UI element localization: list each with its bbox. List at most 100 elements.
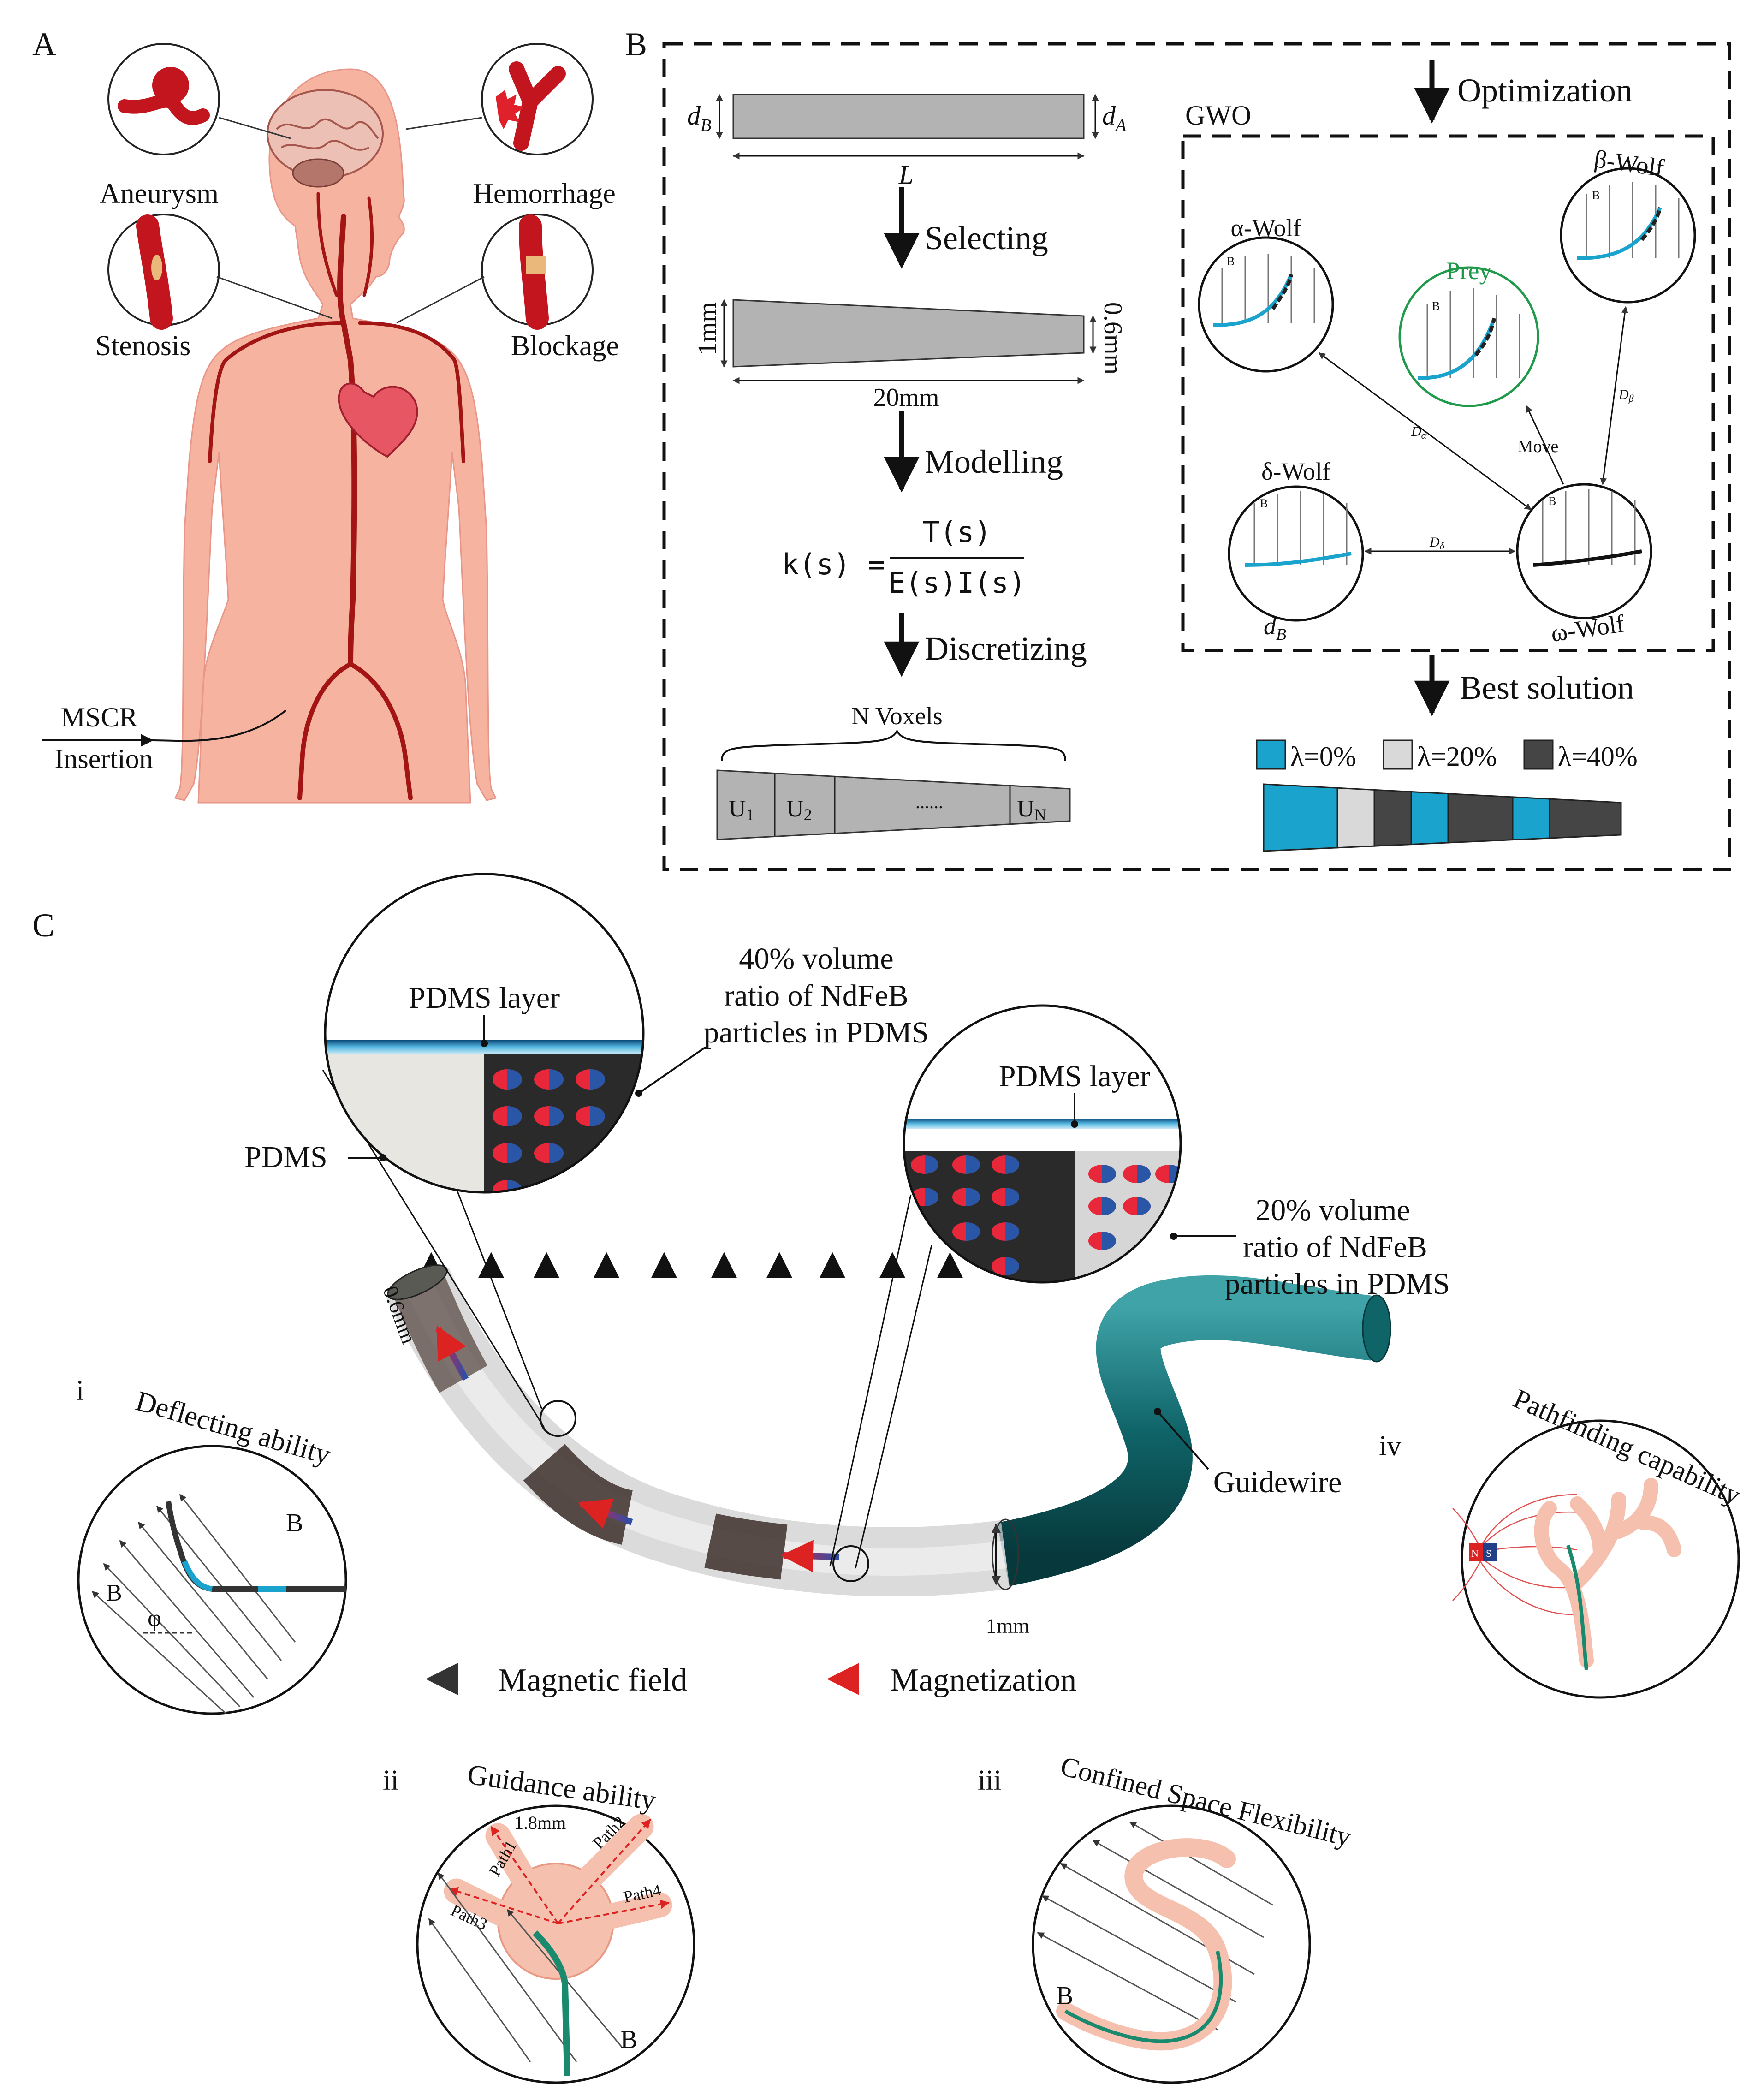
inset-confined: iii B Confined Space Flexibility [978, 1751, 1354, 2084]
stenosis-icon [107, 214, 220, 330]
inset-i-b2: B [106, 1580, 122, 1606]
prey-label: Prey [1446, 257, 1492, 285]
inset-deflecting: i B B φ Deflecting ability [76, 1375, 347, 1715]
svg-text:B: B [1548, 494, 1556, 508]
gwo-label: GWO [1185, 100, 1251, 131]
panel-a: A Aneurysm [32, 26, 619, 804]
panel-c-label: C [32, 907, 54, 944]
best-bar-segment [1447, 793, 1514, 844]
dB-bottom: dB [1264, 612, 1286, 643]
panel-c: C [32, 873, 1745, 2084]
step-selecting: Selecting [925, 220, 1048, 256]
ratio20-line2: ratio of NdFeB [1243, 1230, 1427, 1264]
pdms-layer-left: PDMS layer [409, 981, 560, 1015]
prey: B [1398, 266, 1539, 407]
panel-b-label: B [625, 26, 647, 63]
legend: λ=0% λ=20% λ=40% [1256, 739, 1638, 772]
best-solution-bar [1263, 783, 1622, 852]
voxel-u1: U1 [729, 796, 754, 824]
magnet-icon [1469, 1543, 1483, 1561]
inset-ii-dim: 1.8mm [514, 1812, 566, 1833]
dim-L: L [898, 160, 914, 190]
dim-1mm: 1mm [693, 302, 722, 355]
wolf-alpha: B [1198, 236, 1334, 373]
voxels-label: N Voxels [851, 702, 943, 730]
dim-20mm: 20mm [873, 383, 939, 412]
pdms-label: PDMS [244, 1140, 327, 1174]
best-bar-segment [1373, 789, 1412, 847]
zoom-20-percent [903, 1004, 1182, 1284]
legend-40: λ=40% [1558, 741, 1638, 772]
ratio40-line1: 40% volume [739, 942, 893, 976]
disease-label-stenosis: Stenosis [95, 330, 191, 362]
dist-delta: Dδ [1429, 535, 1445, 552]
svg-text:B: B [1227, 255, 1235, 268]
best-bar-segment [1263, 783, 1338, 852]
magnetization-label: Magnetization [890, 1662, 1076, 1698]
guidewire [997, 1275, 1378, 1586]
panel-a-label: A [32, 26, 56, 63]
disease-label-aneurysm: Aneurysm [100, 178, 219, 209]
dim-1mm-c: 1mm [986, 1614, 1030, 1638]
panel-b: B dB dA L Selecting 1mm 0.6mm 20mm Model… [625, 26, 1731, 871]
svg-text:N: N [1471, 1548, 1479, 1559]
vessels [208, 192, 465, 800]
wolf-omega: B [1516, 483, 1652, 619]
dim-dA: dA [1102, 101, 1127, 135]
inset-ii-numeral: ii [383, 1765, 398, 1796]
wolf-alpha-label: α-Wolf [1231, 214, 1301, 242]
wolf-delta-label: δ-Wolf [1261, 458, 1330, 485]
disease-label-blockage: Blockage [511, 330, 619, 362]
equation-numerator: T(s) [922, 515, 991, 549]
ratio20-line1: 20% volume [1255, 1193, 1410, 1227]
voxel-u2: U2 [786, 796, 812, 824]
insertion-label-1: MSCR [61, 702, 138, 732]
magnetic-field-label: Magnetic field [498, 1662, 687, 1698]
wolf-beta: B [1560, 167, 1696, 304]
heart [338, 382, 418, 458]
inset-ii-b: B [620, 2025, 637, 2054]
svg-text:B: B [1432, 299, 1440, 313]
step-optimization: Optimization [1457, 72, 1633, 109]
equation-lhs: k(s) = [782, 548, 885, 581]
ratio20-line3: particles in PDMS [1225, 1267, 1450, 1301]
aneurysm-icon [107, 43, 220, 155]
ratio40-line2: ratio of NdFeB [724, 979, 909, 1012]
voxel-beam [716, 769, 1071, 840]
inset-iv-numeral: iv [1379, 1430, 1401, 1462]
step-discretizing: Discretizing [925, 630, 1087, 667]
hemorrhage-icon [481, 43, 594, 155]
guidewire-label: Guidewire [1213, 1465, 1342, 1499]
voxel-dots: ...... [915, 792, 943, 812]
best-bar-segment [1512, 796, 1550, 841]
inset-i-numeral: i [76, 1375, 84, 1406]
inset-pathfinding: iv N S Pathfinding [1379, 1383, 1745, 1699]
dist-beta: Dβ [1618, 387, 1634, 404]
svg-text:B: B [1260, 497, 1268, 510]
svg-text:B: B [1592, 189, 1600, 202]
wolf-omega-label: ω-Wolf [1549, 609, 1626, 647]
ratio40-line3: particles in PDMS [704, 1016, 929, 1049]
dist-alpha: Dα [1411, 424, 1427, 441]
wolf-delta: B [1228, 485, 1364, 622]
svg-text:S: S [1486, 1548, 1491, 1559]
mscr-body [386, 1268, 1010, 1596]
human-body [174, 68, 497, 804]
inset-guidance: ii 1.8mm Path1 Path2 [383, 1759, 695, 2084]
beam-tapered [732, 299, 1085, 368]
voxel-un: UN [1017, 796, 1046, 824]
best-bar-segment [1336, 787, 1375, 849]
inset-i-b1: B [286, 1509, 303, 1537]
move-label: Move [1518, 437, 1559, 456]
legend-20: λ=20% [1417, 741, 1497, 772]
step-modelling: Modelling [925, 443, 1063, 480]
inset-iii-numeral: iii [978, 1765, 1002, 1796]
equation-denominator: E(s)I(s) [888, 566, 1026, 600]
disease-label-hemorrhage: Hemorrhage [473, 178, 616, 209]
beam-uniform [732, 94, 1085, 139]
panel-b-frame [662, 42, 1731, 871]
dim-dB: dB [687, 101, 711, 135]
legend-0: λ=0% [1290, 741, 1356, 772]
blockage-icon [481, 214, 594, 330]
step-best-solution: Best solution [1460, 669, 1634, 706]
